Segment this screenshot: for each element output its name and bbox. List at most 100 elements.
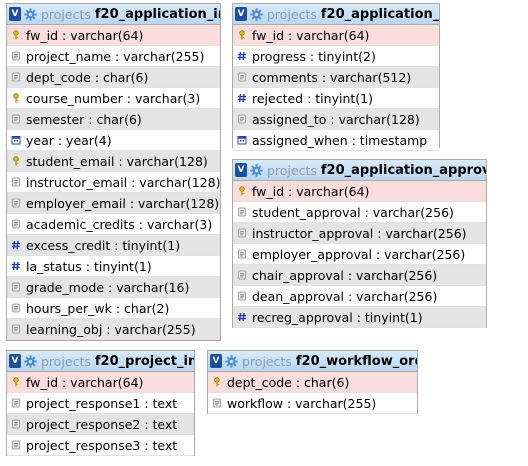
table-name[interactable]: f20_application_info (94, 6, 220, 22)
column-row[interactable]: assigned_when : timestamp (233, 130, 439, 151)
column-row[interactable]: comments : varchar(512) (233, 67, 439, 88)
text-column-icon (238, 270, 246, 280)
collapse-toggle-icon[interactable]: V (235, 163, 247, 177)
table-f20-application-approvals[interactable]: Vprojectsf20_application_approvalsfw_id … (232, 159, 487, 328)
column-row[interactable]: instructor_email : varchar(128) (7, 172, 220, 193)
column-definition: recreg_approval : tinyint(1) (252, 309, 423, 325)
text-column-icon (12, 198, 20, 208)
primary-key-column-row[interactable]: dept_code : char(6) (208, 372, 417, 393)
hash-icon (11, 261, 20, 271)
database-name: projects (267, 6, 317, 22)
column-row[interactable]: la_status : tinyint(1) (7, 256, 220, 277)
hash-icon (237, 312, 246, 322)
table-name[interactable]: f20_application_approvals (320, 162, 486, 178)
table-name[interactable]: f20_project_info (94, 353, 194, 369)
collapse-toggle-icon[interactable]: V (9, 354, 21, 368)
column-row[interactable]: student_approval : varchar(256) (233, 202, 486, 223)
column-row[interactable]: employer_approval : varchar(256) (233, 244, 486, 265)
column-row[interactable]: recreg_approval : tinyint(1) (233, 307, 486, 328)
database-name: projects (267, 162, 317, 178)
primary-key-column-row[interactable]: fw_id : varchar(64) (7, 372, 194, 393)
gear-icon[interactable] (24, 7, 37, 21)
text-column-icon (12, 177, 20, 187)
primary-key-column-row[interactable]: fw_id : varchar(64) (7, 25, 220, 46)
database-name: projects (41, 6, 91, 22)
column-row[interactable]: hours_per_wk : char(2) (7, 298, 220, 319)
column-definition: grade_mode : varchar(16) (26, 279, 190, 295)
collapse-toggle-icon[interactable]: V (210, 354, 222, 368)
column-row[interactable]: grade_mode : varchar(16) (7, 277, 220, 298)
column-row[interactable]: rejected : tinyint(1) (233, 88, 439, 109)
column-row[interactable]: project_name : varchar(255) (7, 46, 220, 67)
collapse-toggle-icon[interactable]: V (235, 7, 247, 21)
calendar-icon (237, 136, 247, 145)
column-row[interactable]: year : year(4) (7, 130, 220, 151)
column-row[interactable]: dean_approval : varchar(256) (233, 286, 486, 307)
column-row[interactable]: project_response2 : text (7, 414, 194, 435)
table-name[interactable]: f20_application_util (320, 6, 439, 22)
key-icon (239, 186, 245, 196)
hash-icon (11, 240, 20, 250)
text-column-icon (238, 291, 246, 301)
column-row[interactable]: assigned_to : varchar(128) (233, 109, 439, 130)
column-definition: dept_code : char(6) (26, 69, 149, 85)
column-definition: project_name : varchar(255) (26, 48, 205, 64)
column-definition: academic_credits : varchar(3) (26, 216, 213, 232)
text-column-icon (12, 282, 20, 292)
text-column-icon (12, 324, 20, 334)
gear-icon[interactable] (24, 354, 37, 368)
gear-icon[interactable] (250, 163, 263, 177)
gear-icon[interactable] (250, 7, 263, 21)
column-row[interactable]: project_response3 : text (7, 435, 194, 456)
column-row[interactable]: excess_credit : tinyint(1) (7, 235, 220, 256)
primary-key-column-row[interactable]: fw_id : varchar(64) (233, 181, 486, 202)
column-definition: comments : varchar(512) (252, 69, 412, 85)
column-row[interactable]: dept_code : char(6) (7, 67, 220, 88)
column-definition: dept_code : char(6) (227, 374, 350, 390)
gear-icon[interactable] (225, 354, 238, 368)
column-row[interactable]: semester : char(6) (7, 109, 220, 130)
column-definition: student_approval : varchar(256) (252, 204, 454, 220)
collapse-toggle-icon[interactable]: V (9, 7, 21, 21)
column-definition: employer_approval : varchar(256) (252, 246, 466, 262)
column-definition: progress : tinyint(2) (252, 48, 376, 64)
column-row[interactable]: progress : tinyint(2) (233, 46, 439, 67)
column-row[interactable]: project_response1 : text (7, 393, 194, 414)
column-row[interactable]: workflow : varchar(255) (208, 393, 417, 414)
column-definition: fw_id : varchar(64) (252, 27, 370, 43)
column-row[interactable]: chair_approval : varchar(256) (233, 265, 486, 286)
text-column-icon (12, 72, 20, 82)
hash-icon (237, 93, 246, 103)
column-definition: la_status : tinyint(1) (26, 258, 152, 274)
column-row[interactable]: instructor_approval : varchar(256) (233, 223, 486, 244)
text-column-icon (12, 398, 20, 408)
column-row[interactable]: student_email : varchar(128) (7, 151, 220, 172)
text-column-icon (12, 219, 20, 229)
column-definition: rejected : tinyint(1) (252, 90, 373, 106)
text-column-icon (213, 398, 221, 408)
column-definition: excess_credit : tinyint(1) (26, 237, 181, 253)
column-definition: assigned_to : varchar(128) (252, 111, 420, 127)
column-definition: year : year(4) (26, 132, 112, 148)
table-name[interactable]: f20_workflow_order (295, 353, 417, 369)
key-icon (13, 377, 19, 387)
column-row[interactable]: employer_email : varchar(128) (7, 193, 220, 214)
column-row[interactable]: learning_obj : varchar(255) (7, 319, 220, 340)
column-definition: student_email : varchar(128) (26, 153, 208, 169)
column-row[interactable]: academic_credits : varchar(3) (7, 214, 220, 235)
column-definition: learning_obj : varchar(255) (26, 321, 196, 337)
database-name: projects (242, 353, 292, 369)
text-column-icon (238, 228, 246, 238)
primary-key-column-row[interactable]: fw_id : varchar(64) (233, 25, 439, 46)
column-row[interactable]: course_number : varchar(3) (7, 88, 220, 109)
column-definition: course_number : varchar(3) (26, 90, 201, 106)
